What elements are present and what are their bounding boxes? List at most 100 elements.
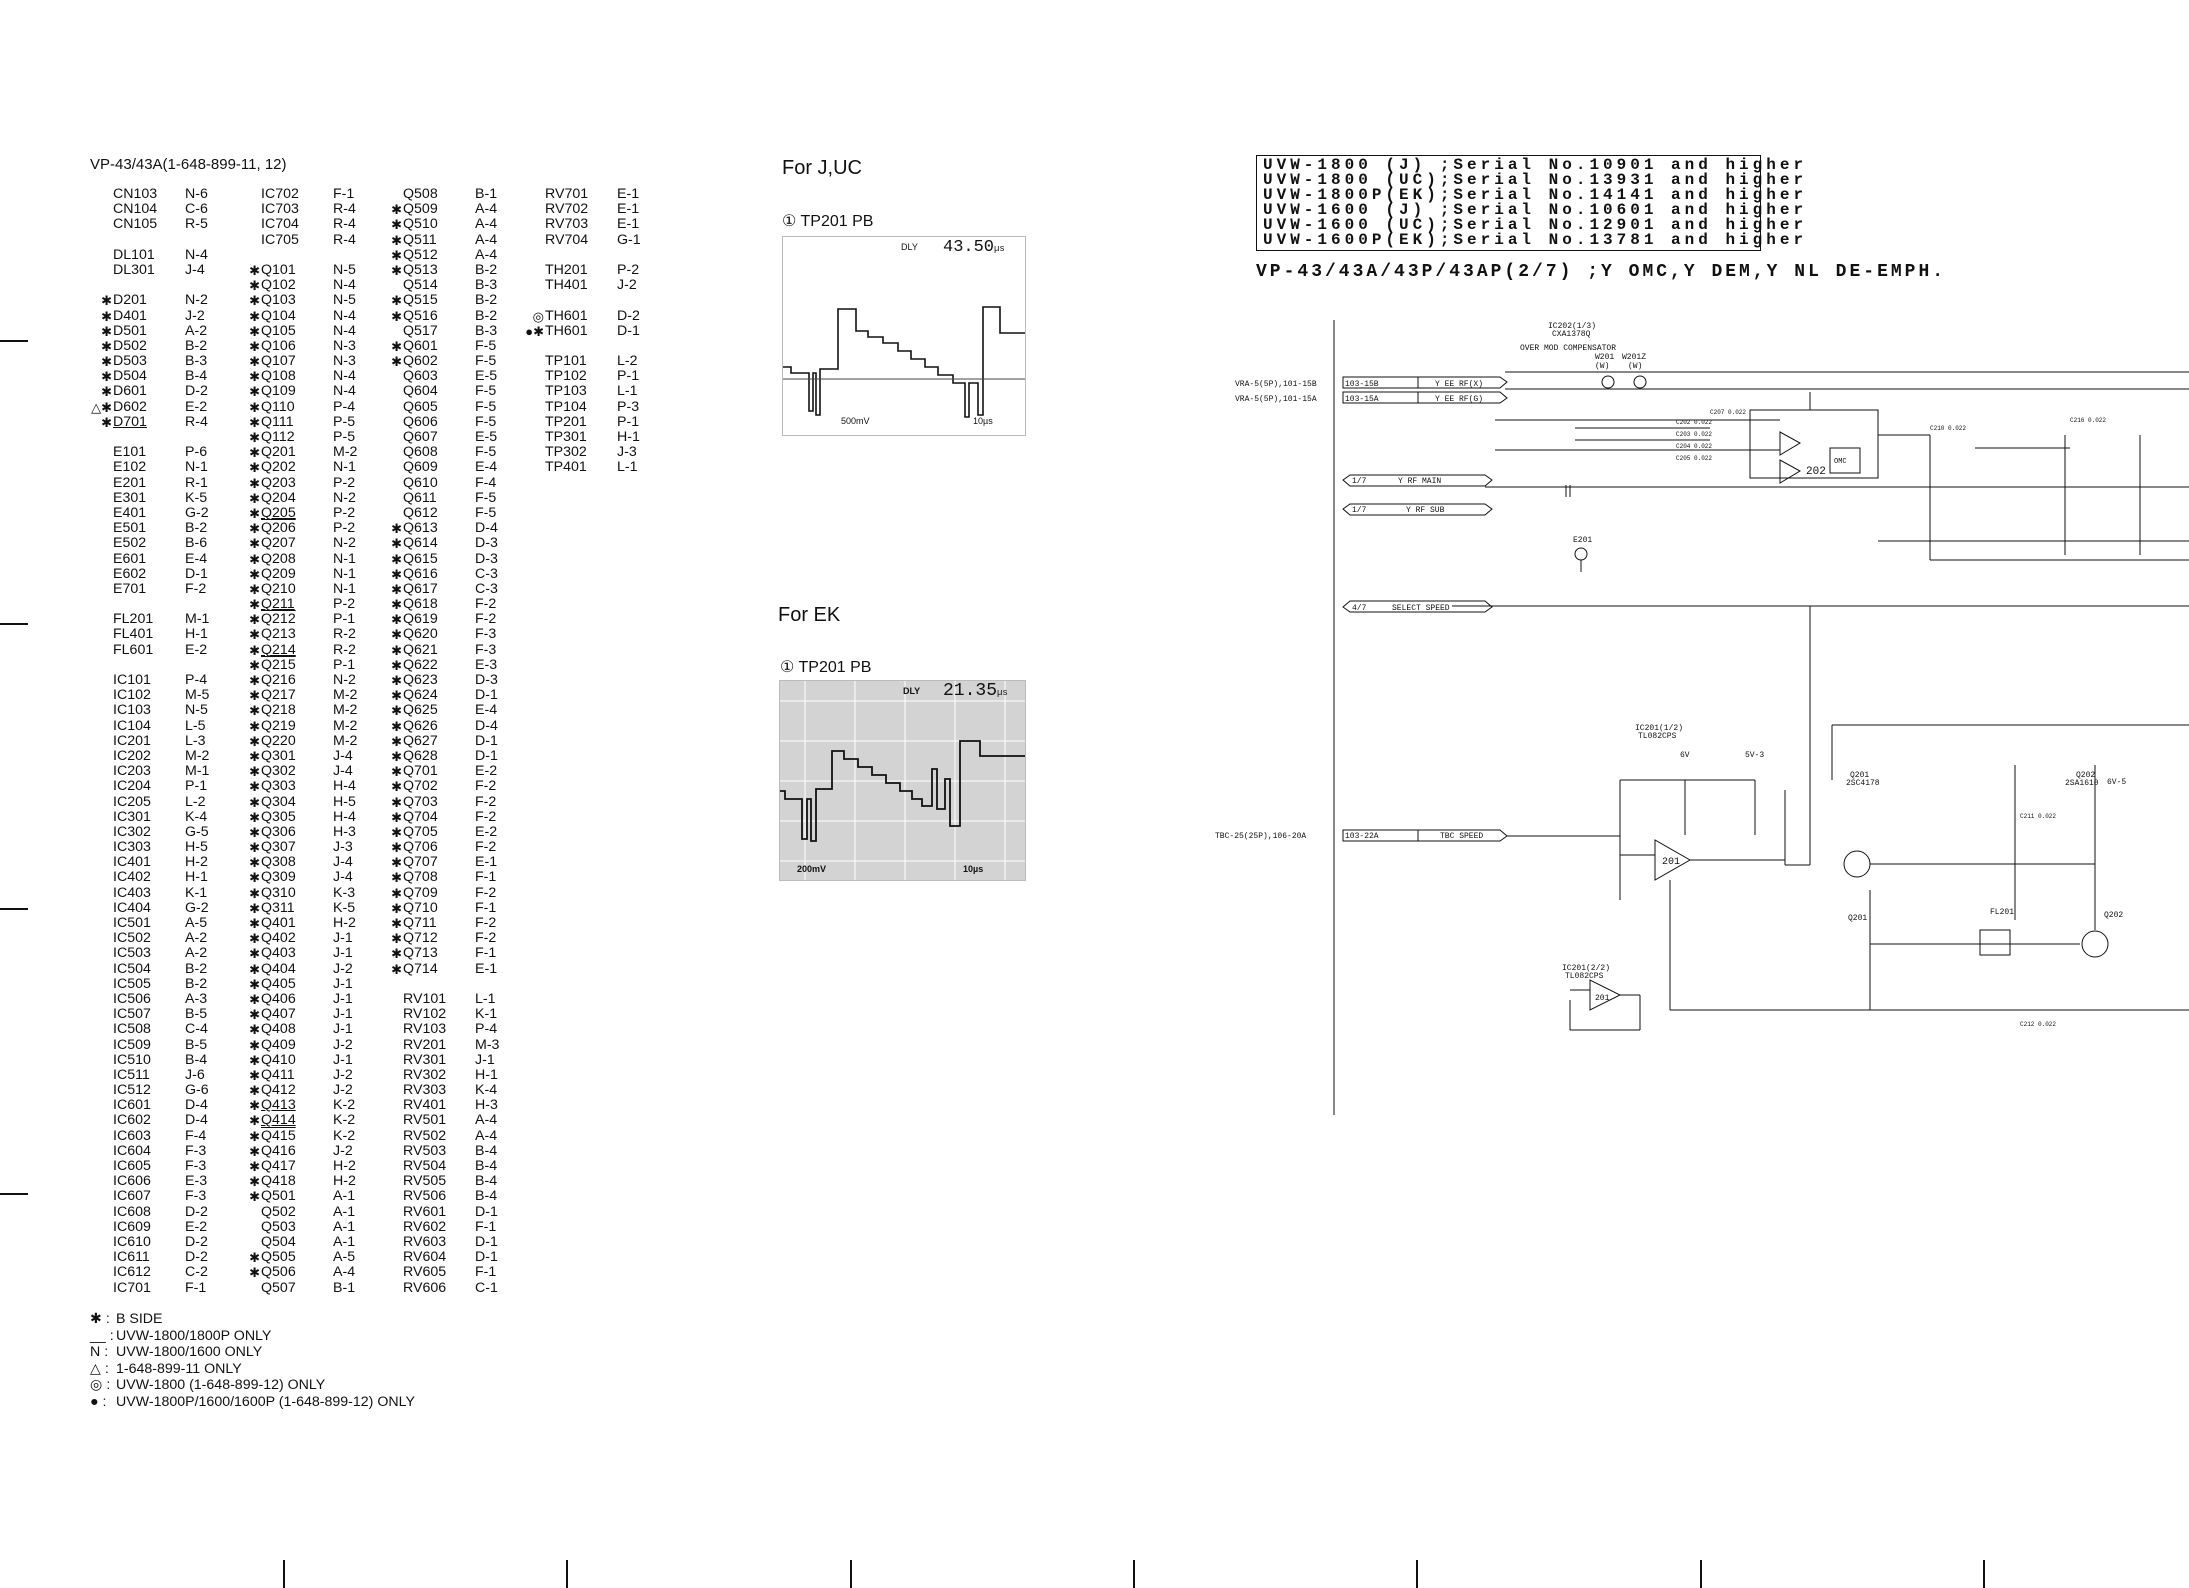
parts-marker: ✱ (249, 855, 260, 871)
parts-location: E-1 (617, 216, 640, 233)
parts-marker: ✱ (249, 794, 260, 810)
parts-location: N-2 (333, 672, 356, 688)
parts-marker: ✱ (391, 779, 402, 795)
parts-location (617, 248, 667, 263)
parts-marker (88, 977, 113, 992)
parts-ref: IC605 (113, 1158, 151, 1174)
parts-location: J-6 (185, 1066, 205, 1083)
parts-location: F-3 (185, 1142, 207, 1159)
parts-location: C-4 (185, 1021, 208, 1038)
parts-ref: Q216 (261, 672, 296, 688)
parts-marker (88, 1265, 113, 1280)
parts-location: F-2 (475, 839, 497, 856)
parts-marker: ✱ (249, 991, 260, 1007)
parts-location: D-1 (617, 322, 640, 339)
parts-location: P-1 (333, 611, 356, 628)
waveform-2-testpoint: ① TP201 PB (780, 659, 872, 676)
parts-location: B-4 (185, 368, 208, 385)
parts-marker (378, 1265, 403, 1280)
parts-ref: D701 (113, 413, 147, 430)
parts-ref (113, 233, 185, 248)
parts-ref: IC103 (113, 702, 151, 719)
parts-ref: IC505 (113, 975, 151, 992)
parts-marker (88, 1174, 113, 1189)
parts-location: N-4 (333, 368, 356, 385)
parts-ref: Q413 (261, 1097, 296, 1114)
parts-marker: ✱ (391, 627, 402, 643)
parts-location: F-1 (475, 1218, 497, 1235)
parts-ref: Q602 (403, 353, 438, 370)
parts-marker (520, 278, 545, 293)
input-1-pin: 103-15B (1345, 380, 1379, 389)
parts-ref: Q504 (261, 1233, 296, 1250)
parts-ref: TP103 (545, 383, 587, 400)
parts-ref: E701 (113, 580, 147, 597)
parts-ref: IC402 (113, 869, 151, 886)
parts-location: F-5 (475, 353, 497, 370)
omc-block: OMC (1834, 458, 1847, 466)
parts-location: G-1 (617, 231, 641, 248)
parts-ref: Q217 (261, 687, 296, 704)
parts-marker (520, 187, 545, 202)
parts-spacer (88, 430, 235, 445)
parts-marker: ✱ (249, 1037, 260, 1053)
parts-marker: ✱ (249, 703, 260, 719)
q202-label: Q202 (2076, 771, 2095, 780)
parts-ref: Q401 (261, 915, 296, 931)
parts-marker: ✱ (249, 1250, 260, 1266)
parts-ref: TH601 (545, 322, 588, 339)
parts-ref: IC611 (113, 1249, 150, 1266)
parts-marker (88, 627, 113, 642)
parts-ref: Q210 (261, 580, 296, 597)
parts-ref: IC604 (113, 1142, 151, 1159)
parts-ref: Q511 (403, 231, 437, 248)
parts-location: D-1 (475, 1249, 498, 1266)
tbc-source: TBC-25(25P),106-20A (1215, 832, 1306, 841)
tbc-name: TBC SPEED (1440, 832, 1483, 841)
parts-marker: ✱ (249, 1265, 260, 1281)
parts-ref: IC704 (261, 216, 299, 233)
parts-ref: Q310 (261, 884, 296, 901)
parts-location: D-1 (475, 1203, 498, 1220)
parts-marker: ✱ (249, 460, 260, 476)
parts-ref: Q405 (261, 975, 296, 992)
parts-location: D-2 (185, 383, 208, 400)
parts-ref: Q109 (261, 383, 296, 400)
parts-marker: ✱ (391, 354, 402, 370)
parts-location (333, 248, 383, 263)
parts-ref: Q702 (403, 778, 438, 795)
parts-marker: ✱ (391, 308, 402, 324)
input-1-name: Y EE RF(X) (1435, 380, 1483, 389)
parts-location: M-2 (333, 444, 358, 461)
parts-location: L-1 (617, 383, 638, 400)
parts-ref: IC702 (261, 186, 299, 202)
parts-marker (88, 1220, 113, 1235)
parts-marker: ✱ (249, 338, 260, 354)
parts-marker: ✱ (249, 961, 260, 977)
parts-ref: IC607 (113, 1188, 151, 1205)
parts-location: K-1 (185, 884, 208, 901)
parts-ref: Q308 (261, 854, 296, 871)
parts-ref: Q108 (261, 368, 296, 385)
parts-ref: FL201 (113, 611, 154, 628)
parts-marker (88, 703, 113, 718)
parts-ref: Q209 (261, 565, 296, 582)
parts-location: P-2 (333, 504, 356, 521)
